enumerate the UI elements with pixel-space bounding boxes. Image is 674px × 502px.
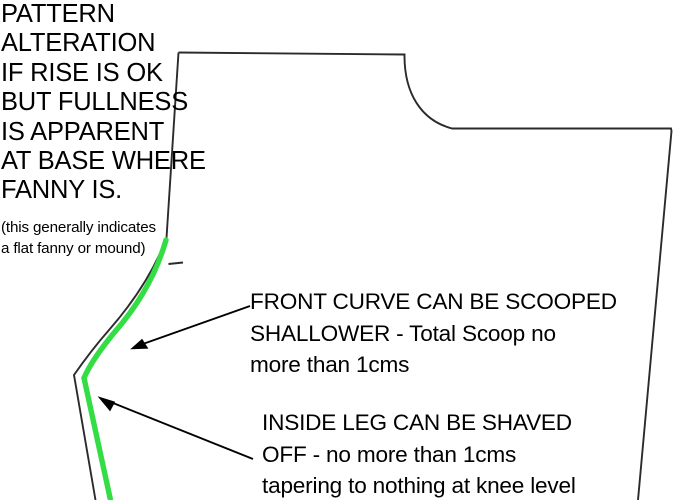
revised-crotch-curve-highlight: [81, 237, 169, 381]
headline-line-7: FANNY IS.: [1, 176, 123, 205]
arrow-front-curve: [130, 305, 251, 350]
headline-line-1: PATTERN: [1, 0, 115, 28]
headline-line-4: BUT FULLNESS: [1, 88, 189, 117]
headline-block: PATTERN ALTERATION IF RISE IS OK BUT FUL…: [1, 0, 206, 206]
original-inside-leg-seam: [73, 374, 97, 500]
headline-line-3: IF RISE IS OK: [1, 58, 163, 87]
headline-line-2: ALTERATION: [1, 29, 156, 58]
pattern-outline-path: [178, 51, 673, 500]
revised-inside-leg-highlight: [81, 375, 114, 500]
subnote-line-2: a flat fanny or mound): [1, 239, 146, 257]
headline-line-5: IS APPARENT: [1, 117, 165, 146]
annotation-front-curve-line-2: SHALLOWER - Total Scoop no: [250, 320, 556, 346]
headline-line-6: AT BASE WHERE: [1, 147, 206, 176]
annotation-front-curve-line-3: more than 1cms: [250, 352, 410, 377]
arrow-inside-leg: [97, 396, 254, 460]
annotation-inside-leg-line-3: tapering to nothing at knee level: [262, 473, 576, 498]
subnote-block: (this generally indicates a flat fanny o…: [1, 218, 176, 259]
annotation-front-curve-line-1: FRONT CURVE CAN BE SCOOPED: [250, 289, 617, 314]
pattern-centre-front-edge: [165, 52, 180, 239]
annotation-inside-leg-line-2: OFF - no more than 1cms: [262, 441, 517, 467]
subnote-line-1: (this generally indicates: [1, 219, 156, 236]
annotation-inside-leg: INSIDE LEG CAN BE SHAVED OFF - no more t…: [262, 407, 674, 502]
notch-mark: [168, 261, 184, 265]
annotation-inside-leg-line-1: INSIDE LEG CAN BE SHAVED: [262, 410, 572, 435]
annotation-front-curve: FRONT CURVE CAN BE SCOOPED SHALLOWER - T…: [250, 286, 670, 381]
